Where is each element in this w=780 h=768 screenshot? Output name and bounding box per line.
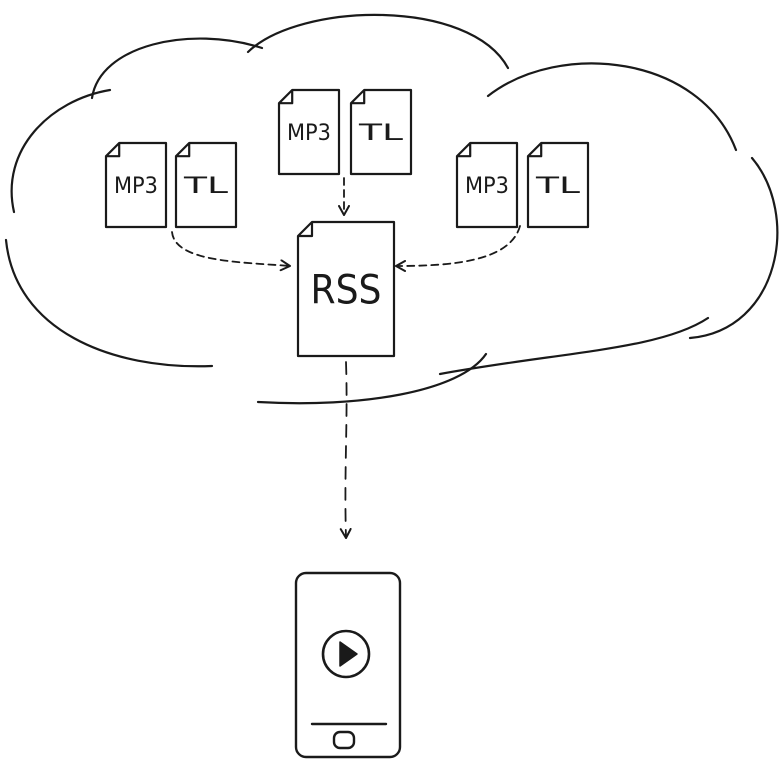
document-icon [296, 220, 396, 358]
document-icon [349, 88, 413, 176]
cloud-arc-right [688, 156, 779, 340]
play-icon [339, 641, 358, 667]
document-icon [174, 141, 238, 229]
file-tl-group-1-label: TL [182, 174, 229, 199]
document-icon [455, 141, 519, 229]
connector-left-to-rss [171, 231, 291, 272]
file-mp3-group-2-label: MP3 [287, 121, 331, 146]
rss-feed-document: RSS [296, 220, 396, 358]
cloud-arc-top [246, 13, 510, 70]
cloud-arc-bottom [256, 352, 488, 405]
file-mp3-group-1: MP3 [104, 141, 168, 229]
file-tl-group-2-label: TL [357, 121, 404, 146]
file-tl-group-3: TL [526, 141, 590, 229]
cloud-arc-right-bottom [438, 316, 710, 376]
connector-rss-to-device [339, 361, 352, 539]
smartphone-body [294, 571, 402, 759]
cloud-outline [4, 13, 779, 405]
connector-right-to-rss [395, 225, 521, 272]
file-mp3-group-1-label: MP3 [114, 174, 158, 199]
file-tl-group-1: TL [174, 141, 238, 229]
file-tl-group-2: TL [349, 88, 413, 176]
cloud-arc-left [10, 88, 112, 214]
file-mp3-group-3: MP3 [455, 141, 519, 229]
file-mp3-group-2: MP3 [277, 88, 341, 176]
cloud-arc-left-top [90, 37, 264, 100]
rss-feed-document-label: RSS [311, 267, 382, 313]
smartphone-icon [294, 571, 402, 759]
cloud-arc-right-top [486, 62, 738, 152]
connectors [171, 177, 521, 539]
smartphone-home-button [332, 730, 356, 750]
file-mp3-group-3-label: MP3 [465, 174, 509, 199]
document-icon [104, 141, 168, 229]
play-icon-ring [321, 629, 371, 679]
file-tl-group-3-label: TL [534, 174, 581, 199]
document-icon [277, 88, 341, 176]
document-icon [526, 141, 590, 229]
cloud-arc-left-bottom [4, 238, 214, 368]
